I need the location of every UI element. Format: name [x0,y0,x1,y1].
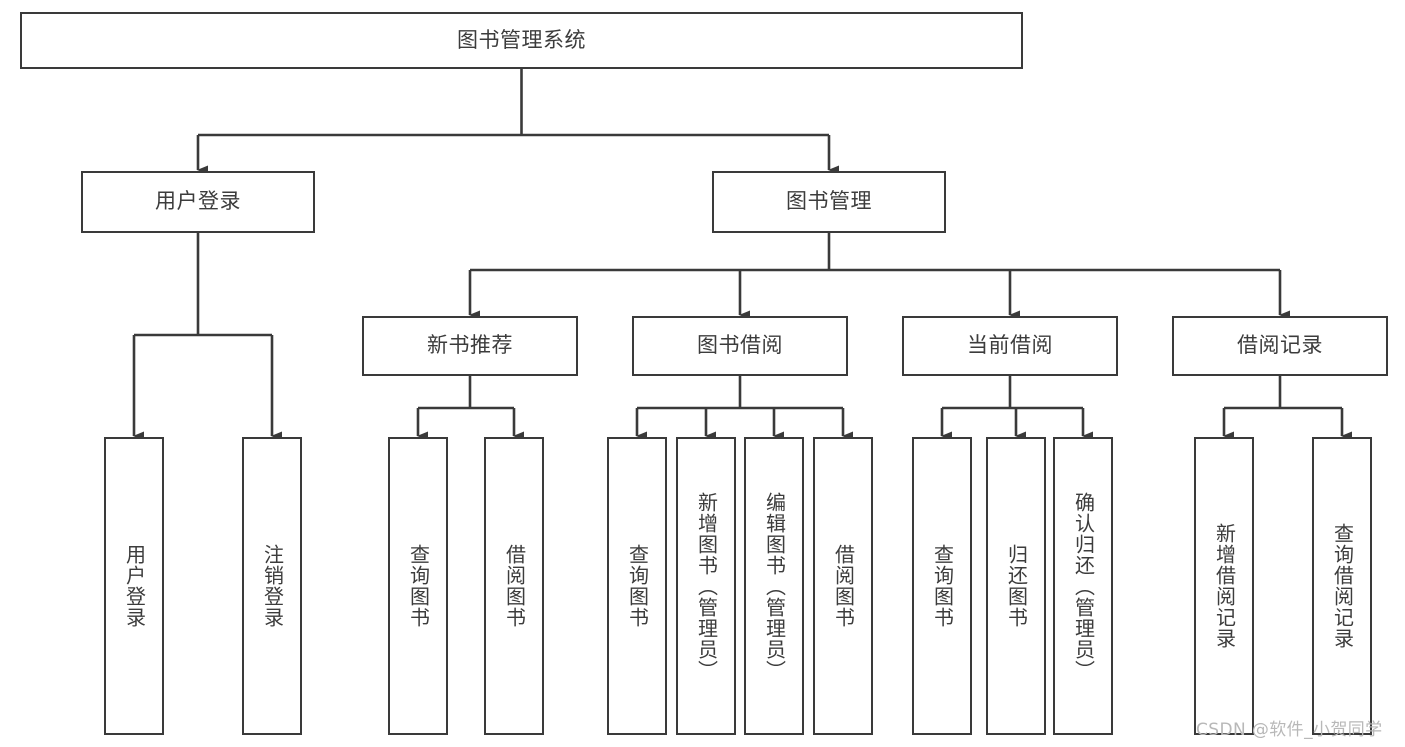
node-label: 新增图书（管理员） [694,491,719,681]
node-leaf-return-book[interactable]: 归还图书 [986,437,1046,735]
node-label: 借阅记录 [1237,333,1323,358]
node-root[interactable]: 图书管理系统 [20,12,1023,69]
node-label: 当前借阅 [967,333,1053,358]
node-label: 确认归还（管理员） [1071,491,1096,681]
node-label: 查询图书 [406,544,431,628]
node-leaf-borrow-book-1[interactable]: 借阅图书 [484,437,544,735]
node-leaf-borrow-book-2[interactable]: 借阅图书 [813,437,873,735]
node-current-borrow[interactable]: 当前借阅 [902,316,1118,376]
node-label: 查询图书 [930,544,955,628]
node-label: 用户登录 [122,544,147,628]
node-label: 图书管理系统 [457,27,586,52]
node-label: 编辑图书（管理员） [762,491,787,681]
node-leaf-query-book-3[interactable]: 查询图书 [912,437,972,735]
node-leaf-edit-book[interactable]: 编辑图书（管理员） [744,437,804,735]
node-label: 查询图书 [625,544,650,628]
node-new-book-rec[interactable]: 新书推荐 [362,316,578,376]
node-leaf-query-book-1[interactable]: 查询图书 [388,437,448,735]
node-user-login[interactable]: 用户登录 [81,171,315,233]
node-leaf-confirm-return[interactable]: 确认归还（管理员） [1053,437,1113,735]
node-leaf-query-record[interactable]: 查询借阅记录 [1312,437,1372,735]
node-book-borrow[interactable]: 图书借阅 [632,316,848,376]
node-label: 新增借阅记录 [1212,523,1237,649]
node-label: 用户登录 [155,189,241,214]
node-label: 归还图书 [1004,544,1029,628]
node-leaf-add-record[interactable]: 新增借阅记录 [1194,437,1254,735]
node-label: 图书管理 [786,189,872,214]
node-book-manage[interactable]: 图书管理 [712,171,946,233]
node-leaf-logout[interactable]: 注销登录 [242,437,302,735]
node-leaf-user-login[interactable]: 用户登录 [104,437,164,735]
node-label: 借阅图书 [502,544,527,628]
node-label: 查询借阅记录 [1330,523,1355,649]
node-borrow-record[interactable]: 借阅记录 [1172,316,1388,376]
node-leaf-query-book-2[interactable]: 查询图书 [607,437,667,735]
node-label: 图书借阅 [697,333,783,358]
node-label: 注销登录 [260,544,285,628]
node-label: 借阅图书 [831,544,856,628]
node-label: 新书推荐 [427,333,513,358]
node-leaf-add-book[interactable]: 新增图书（管理员） [676,437,736,735]
